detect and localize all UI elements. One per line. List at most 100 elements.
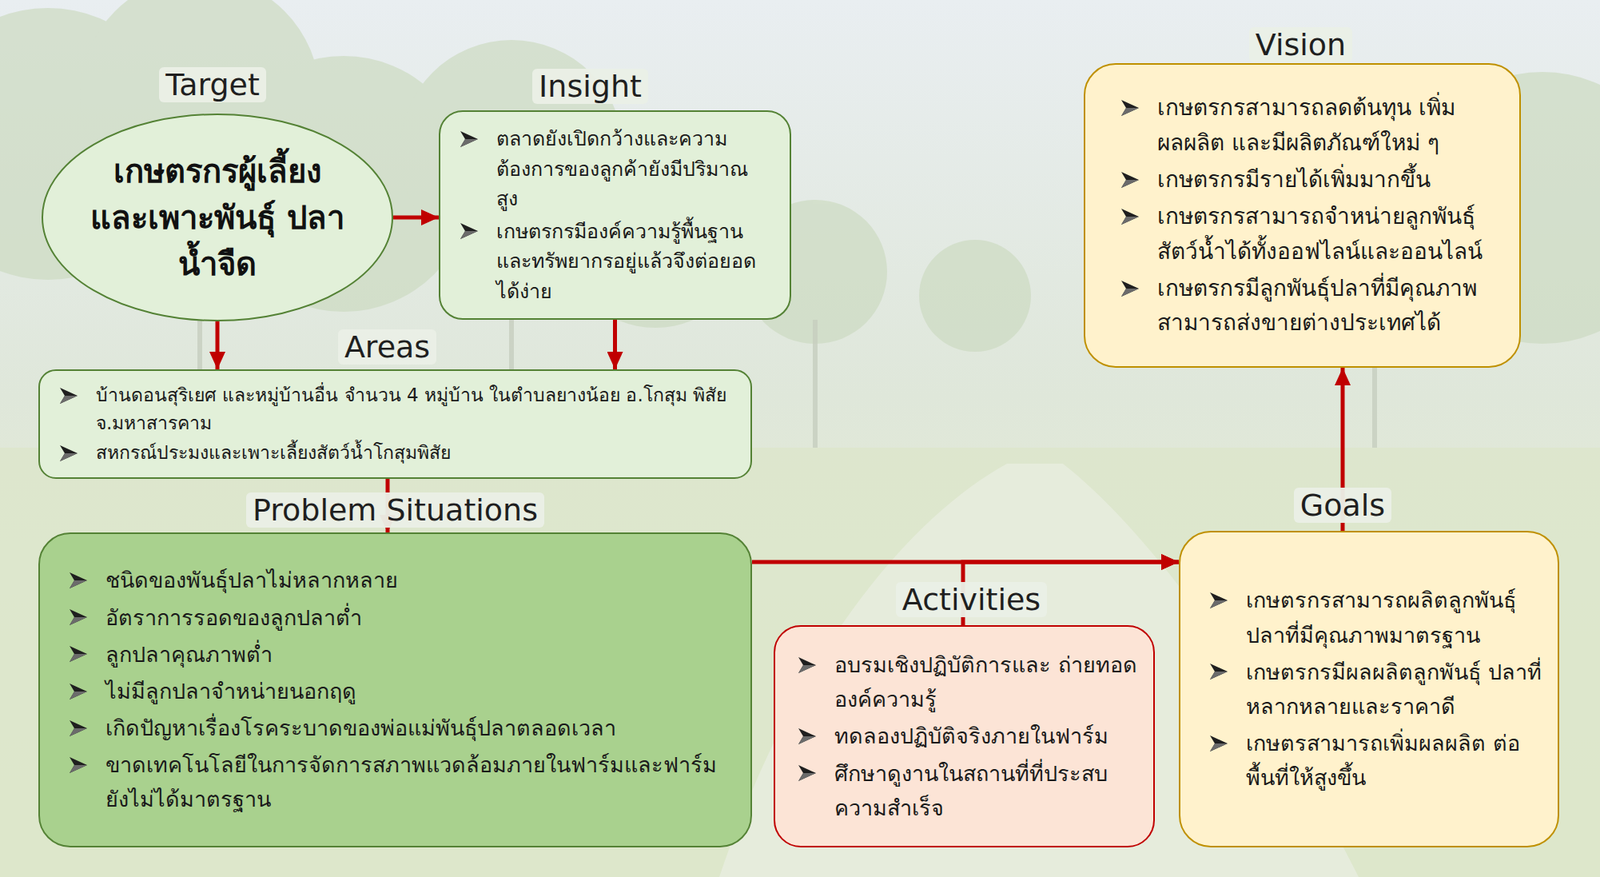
bullet-marker <box>797 656 817 674</box>
grass-band <box>0 447 1600 877</box>
problem-box: Problem Situationsชนิดของพันธุ์ปลาไม่หลา… <box>38 532 753 848</box>
bullet-row: อัตราการรอดของลูกปลาต่ำ <box>68 600 737 635</box>
bullet-arrow-shade <box>69 764 88 773</box>
bullet-arrow-shade <box>460 230 478 239</box>
bullet-text: ทดลองปฏิบัติจริงภายในฟาร์ม <box>834 718 1109 753</box>
bullet-marker <box>68 571 88 590</box>
bullet-row: ทดลองปฏิบัติจริงภายในฟาร์ม <box>797 718 1141 753</box>
bullet-row: ขาดเทคโนโลยีในการจัดการสภาพแวดล้อมภายในฟ… <box>68 747 737 816</box>
bullet-text: เกษตรกรมีผลผลิตลูกพันธุ์ ปลาที่หลากหลายแ… <box>1245 654 1545 724</box>
bullet-arrow <box>69 608 88 625</box>
node-heading: Problem Situations <box>246 492 545 528</box>
bullet-arrow-shade <box>1121 107 1139 116</box>
vision-box: Visionเกษตรกรสามารถลดต้นทุน เพิ่ม ผลผลิต… <box>1083 63 1521 368</box>
bullet-marker <box>68 608 88 626</box>
bullet-arrow <box>69 572 88 589</box>
bullet-marker <box>1209 591 1229 609</box>
node-body: เกษตรกรผู้เลี้ยง และเพาะพันธุ์ ปลาน้ำจืด <box>73 147 362 287</box>
heading-holder: Activities <box>782 581 1161 619</box>
node-body: ชนิดของพันธุ์ปลาไม่หลากหลายอัตราการรอดขอ… <box>68 560 737 819</box>
insight-box: Insightตลาดยังเปิดกว้างและความ ต้องการขอ… <box>438 110 792 320</box>
heading-holder: Insight <box>415 68 765 106</box>
bullet-arrow <box>798 656 816 673</box>
areas-box: Areasบ้านดอนสุริเยศ และหมู่บ้านอื่น จำนว… <box>38 369 753 479</box>
bullet-marker <box>1120 99 1140 117</box>
bullet-arrow-shade <box>69 616 88 625</box>
bullet-marker <box>68 682 88 701</box>
node-heading: Insight <box>532 68 649 104</box>
node-body: ตลาดยังเปิดกว้างและความ ต้องการของลูกค้า… <box>459 121 776 309</box>
node-body: อบรมเชิงปฏิบัติการและ ถ่ายทอดองค์ความรู้… <box>797 644 1141 828</box>
connector-arrow <box>393 215 439 220</box>
bullet-row: ตลาดยังเปิดกว้างและความ ต้องการของลูกค้า… <box>459 123 776 215</box>
bullet-arrow <box>1209 663 1228 680</box>
bullet-arrow-shade <box>69 653 88 662</box>
node-body: บ้านดอนสุริเยศ และหมู่บ้านอื่น จำนวน 4 ห… <box>59 378 737 470</box>
bullet-text: ขาดเทคโนโลยีในการจัดการสภาพแวดล้อมภายในฟ… <box>105 747 737 816</box>
heading-holder: Vision <box>1083 27 1518 64</box>
bullet-row: บ้านดอนสุริเยศ และหมู่บ้านอื่น จำนวน 4 ห… <box>59 381 737 437</box>
bullet-marker <box>1209 734 1229 753</box>
bullet-row: เกษตรสามารถเพิ่มผลผลิต ต่อพื้นที่ให้สูงข… <box>1209 725 1545 795</box>
heading-holder: Target <box>36 67 389 104</box>
target-ellipse: Targetเกษตรกรผู้เลี้ยง และเพาะพันธุ์ ปลา… <box>41 113 394 322</box>
bullet-arrow <box>69 756 88 773</box>
node-heading: Activities <box>895 581 1047 617</box>
bullet-marker <box>797 727 817 745</box>
node-heading: Areas <box>338 329 437 365</box>
bullet-arrow <box>69 645 88 662</box>
bullet-row: เกษตรกรสามารถลดต้นทุน เพิ่ม ผลผลิต และมี… <box>1120 90 1504 160</box>
connector-arrow <box>612 319 617 370</box>
bullet-row: สหกรณ์ประมงและเพาะเลี้ยงสัตว์น้ำโกสุมพิส… <box>59 438 737 467</box>
bullet-text: เกษตรกรสามารถลดต้นทุน เพิ่ม ผลผลิต และมี… <box>1157 90 1504 160</box>
bullet-arrow-shade <box>1209 600 1228 609</box>
bullet-text: เกษตรกรมีรายได้เพิ่มมากขึ้น <box>1157 162 1431 197</box>
bullet-marker <box>68 756 88 774</box>
bullet-arrow-shade <box>1209 671 1228 680</box>
bullet-arrow-shade <box>798 664 816 673</box>
bullet-text: ตลาดยังเปิดกว้างและความ ต้องการของลูกค้า… <box>496 123 776 215</box>
bullet-arrow <box>69 683 88 700</box>
bullet-row: ชนิดของพันธุ์ปลาไม่หลากหลาย <box>68 562 737 598</box>
heading-holder: Goals <box>1154 487 1532 525</box>
bullet-text: ศึกษาดูงานในสถานที่ที่ประสบ ความสำเร็จ <box>834 756 1141 825</box>
bullet-arrow <box>1121 280 1139 297</box>
bullet-arrow <box>1121 99 1139 116</box>
node-heading: Goals <box>1293 487 1392 523</box>
bullet-arrow-shade <box>1209 743 1228 752</box>
activities-box: Activitiesอบรมเชิงปฏิบัติการและ ถ่ายทอดอ… <box>773 624 1155 848</box>
bullet-row: เกษตรกรมีองค์ความรู้พื้นฐาน และทรัพยากรอ… <box>459 216 776 307</box>
bullet-arrow-shade <box>69 691 88 700</box>
node-body: เกษตรกรสามารถผลิตลูกพันธุ์ ปลาที่มีคุณภา… <box>1209 580 1545 797</box>
bullet-arrow-shade <box>59 395 78 404</box>
bullet-arrow <box>460 131 478 148</box>
bullet-text: อัตราการรอดของลูกปลาต่ำ <box>105 600 363 635</box>
bullet-arrow-shade <box>1121 288 1139 297</box>
bullet-marker <box>68 719 88 737</box>
bullet-arrow <box>1209 735 1228 752</box>
bullet-marker <box>59 386 79 405</box>
bullet-marker <box>459 222 479 240</box>
bullet-marker <box>459 130 479 148</box>
bullet-arrow-shade <box>798 772 816 781</box>
bullet-marker <box>1120 279 1140 298</box>
bullet-arrow-shade <box>1121 216 1139 225</box>
bullet-row: ไม่มีลูกปลาจำหน่ายนอกฤดู <box>68 673 737 709</box>
bullet-arrow <box>69 720 88 737</box>
bullet-arrow-shade <box>69 728 88 737</box>
bullet-text: เกษตรกรมีลูกพันธุ์ปลาที่มีคุณภาพ สามารถส… <box>1157 270 1504 341</box>
bullet-text: อบรมเชิงปฏิบัติการและ ถ่ายทอดองค์ความรู้ <box>834 647 1141 717</box>
node-body: เกษตรกรสามารถลดต้นทุน เพิ่ม ผลผลิต และมี… <box>1120 87 1504 343</box>
bullet-row: อบรมเชิงปฏิบัติการและ ถ่ายทอดองค์ความรู้ <box>797 647 1141 717</box>
bullet-text: ลูกปลาคุณภาพต่ำ <box>105 636 273 672</box>
bullet-marker <box>1120 171 1140 189</box>
node-heading: Target <box>159 67 267 103</box>
bullet-row: ศึกษาดูงานในสถานที่ที่ประสบ ความสำเร็จ <box>797 756 1141 825</box>
bullet-row: เกษตรกรมีผลผลิตลูกพันธุ์ ปลาที่หลากหลายแ… <box>1209 654 1545 724</box>
bullet-arrow <box>59 445 78 462</box>
bullet-arrow-shade <box>1121 179 1139 188</box>
bullet-text: เกษตรกรสามารถผลิตลูกพันธุ์ ปลาที่มีคุณภา… <box>1245 582 1545 652</box>
bullet-text: สหกรณ์ประมงและเพาะเลี้ยงสัตว์น้ำโกสุมพิส… <box>95 438 451 467</box>
